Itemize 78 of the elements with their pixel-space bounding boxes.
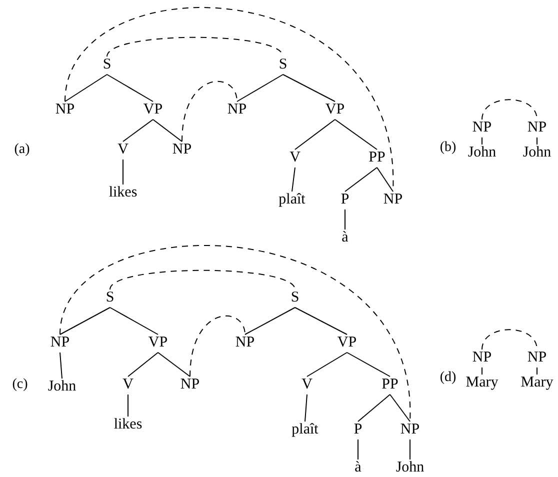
tree-branch xyxy=(294,119,336,150)
dashed-link xyxy=(182,80,238,142)
panel-label: (c) xyxy=(12,378,28,392)
tree-label: S xyxy=(290,290,300,306)
tree-label: NP xyxy=(54,102,76,118)
dashed-link xyxy=(110,270,296,290)
panel-label: (a) xyxy=(14,143,30,157)
tree-label: John xyxy=(394,460,426,476)
tree-branch xyxy=(64,74,108,102)
tree-label: V xyxy=(116,142,130,158)
tree-label: P xyxy=(340,192,350,208)
tree-branch xyxy=(346,352,390,377)
tree-label: NP xyxy=(526,120,548,136)
tree-label: NP xyxy=(234,336,256,350)
tree-branch xyxy=(152,119,182,142)
tree-branch xyxy=(344,167,378,192)
tree-label: likes xyxy=(108,186,138,200)
dashed-link xyxy=(106,36,284,57)
tree-label: PP xyxy=(380,378,400,392)
tree-branch xyxy=(390,394,410,422)
tree-label: NP xyxy=(171,142,193,158)
tree-branch xyxy=(536,137,538,145)
tree-branch xyxy=(292,167,296,192)
tree-label: John xyxy=(466,146,498,160)
panel-label: (d) xyxy=(440,371,456,385)
tree-branch xyxy=(344,209,346,230)
dashed-link xyxy=(64,7,394,192)
tree-branch xyxy=(236,74,284,102)
panel-label: (b) xyxy=(440,141,456,155)
tree-label: V xyxy=(288,150,302,166)
tree-label: Mary xyxy=(464,376,500,390)
dashed-link xyxy=(482,329,538,350)
tree-label: NP xyxy=(226,102,248,118)
tree-branch xyxy=(60,307,110,335)
tree-label: VP xyxy=(147,336,169,350)
tree-label: VP xyxy=(324,102,346,118)
tree-label: NP xyxy=(471,350,493,366)
tree-label: S xyxy=(278,58,288,72)
tree-label: Mary xyxy=(520,376,554,390)
tree-branch xyxy=(306,352,348,377)
tree-label: VP xyxy=(336,336,358,350)
tree-label: NP xyxy=(471,120,493,136)
tree-label: V xyxy=(122,378,134,392)
tree-branch xyxy=(60,352,62,379)
tree-label: John xyxy=(46,380,78,394)
tree-branch xyxy=(376,167,394,192)
tree-branch xyxy=(304,394,308,422)
tree-label: S xyxy=(104,290,116,306)
dashed-link xyxy=(482,99,538,120)
tree-label: NP xyxy=(49,336,71,350)
tree-branch xyxy=(282,74,336,102)
tree-branch xyxy=(106,74,154,102)
tree-label: plaît xyxy=(290,422,320,438)
tree-label: NP xyxy=(179,378,201,392)
tree-label: P xyxy=(352,422,364,438)
tree-branch xyxy=(244,307,296,335)
tree-branch xyxy=(110,307,158,335)
tree-branch xyxy=(128,352,158,377)
tree-label: VP xyxy=(142,102,164,118)
tree-label: NP xyxy=(399,422,421,438)
tree-branch xyxy=(122,159,124,185)
tree-label: S xyxy=(102,58,112,72)
tree-branch xyxy=(294,307,348,335)
tree-branch xyxy=(122,119,154,142)
tree-label: PP xyxy=(368,150,386,166)
tree-branch xyxy=(358,394,390,422)
tree-label: plaît xyxy=(278,192,306,208)
tree-label: à xyxy=(340,230,350,246)
dashed-link xyxy=(190,316,246,377)
tree-branch xyxy=(334,119,378,150)
tree-label: à xyxy=(354,460,362,476)
tree-label: likes xyxy=(112,418,144,432)
tree-label: NP xyxy=(526,350,548,366)
tree-label: V xyxy=(300,378,314,392)
tree-label: NP xyxy=(382,192,404,208)
tree-branch xyxy=(536,367,538,375)
tree-label: John xyxy=(522,146,552,160)
tree-branch xyxy=(158,352,190,377)
